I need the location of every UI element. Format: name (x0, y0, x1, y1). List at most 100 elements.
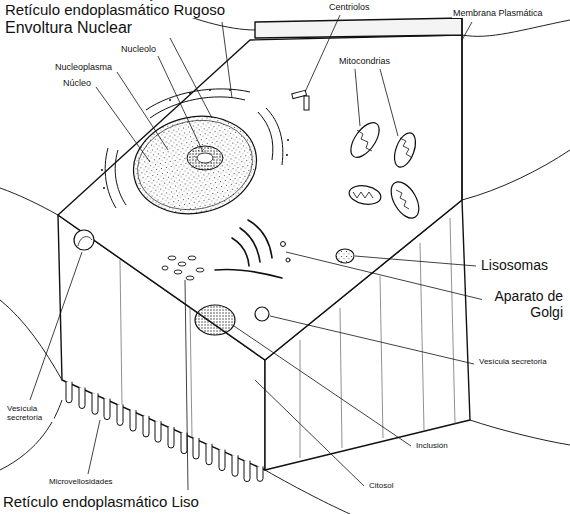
part-label: Mitocondrias (338, 56, 391, 66)
leader-lines (286, 252, 484, 300)
mitochondria (357, 130, 372, 151)
side-striations (190, 307, 192, 438)
nucleus (124, 105, 265, 225)
centrioles (304, 96, 309, 110)
nucleus (129, 110, 261, 220)
leader-lines (88, 420, 100, 474)
microvilli (104, 399, 110, 420)
inclusion (195, 305, 235, 335)
microvilli (92, 393, 98, 414)
part-label: Vesícula secretoria (6, 404, 54, 422)
golgi-apparatus (232, 238, 249, 266)
cell-block (58, 35, 462, 360)
ribosomes (169, 99, 171, 101)
golgi-apparatus (281, 242, 286, 247)
cell-block (58, 18, 470, 470)
golgi-apparatus (215, 220, 290, 278)
mitochondria (348, 183, 383, 206)
side-striations (340, 308, 342, 448)
microvilli (232, 455, 238, 476)
microvilli (168, 427, 174, 448)
rough-er (105, 148, 116, 208)
ribosomes (101, 89, 289, 189)
centrioles (292, 90, 309, 110)
mitochondria (385, 177, 424, 223)
part-label: Núcleo (62, 78, 92, 88)
leader-lines (170, 38, 212, 118)
golgi-apparatus (240, 228, 260, 262)
mitochondria (400, 138, 411, 157)
rough-er (115, 150, 126, 205)
part-label: Microvellosidades (48, 477, 114, 486)
leader-lines (30, 252, 82, 400)
microvilli (155, 421, 161, 442)
part-label: Aparato de Golgi (482, 288, 564, 320)
nucleus (124, 105, 265, 225)
part-label: Vesícula secretoria (478, 357, 548, 366)
mitochondria (353, 192, 373, 198)
side-striations (120, 218, 455, 458)
leader-lines (234, 326, 411, 446)
leader-lines (255, 380, 364, 486)
ribosomes (101, 169, 103, 171)
ribosomes (103, 187, 105, 189)
ribosomes (189, 92, 191, 94)
smooth-er (196, 268, 204, 272)
side-striations (420, 243, 424, 430)
neighbor-cells (0, 400, 62, 470)
secretory-vesicles (78, 237, 92, 246)
microvilli (193, 438, 199, 459)
smooth-er (188, 256, 196, 260)
smooth-er (174, 270, 182, 274)
secretory-vesicles (255, 307, 269, 321)
rough-er (105, 89, 283, 208)
microvilli (117, 404, 123, 425)
mitochondria (345, 118, 384, 162)
inclusion (195, 305, 235, 335)
part-label: Retículo endoplasmático Liso (2, 493, 200, 510)
microvilli (143, 416, 149, 437)
rough-er (266, 108, 283, 165)
microvilli (79, 388, 85, 409)
leader-lines (355, 69, 360, 126)
lysosome (336, 249, 354, 263)
part-label: Inclusión (415, 441, 449, 450)
microvilli (219, 450, 225, 471)
smooth-er (178, 262, 186, 266)
side-striations (450, 218, 455, 424)
neighbor-cells (265, 470, 350, 514)
part-label: Centriolos (328, 2, 371, 12)
part-label: Nucleolo (120, 44, 157, 54)
microvilli (130, 410, 136, 431)
leader-lines (30, 15, 484, 490)
neighbor-cells (0, 188, 58, 215)
mitochondria (345, 118, 424, 223)
part-label: Retículo endoplasmático Rugoso (4, 1, 226, 18)
leader-lines (355, 256, 476, 266)
part-label: Nucleoplasma (54, 62, 113, 72)
mitochondria (390, 130, 419, 170)
microvilli (181, 433, 187, 454)
part-label: Membrana Plasmática (452, 8, 544, 18)
microvilli (257, 466, 263, 481)
smooth-er (186, 276, 194, 280)
part-label: Envoltura Nuclear (4, 19, 133, 37)
smooth-er (162, 256, 204, 280)
cell-block (255, 18, 462, 38)
secretory-vesicles (74, 230, 94, 250)
leader-lines (185, 280, 188, 490)
neighbor-cells (462, 150, 570, 200)
leader-lines (158, 56, 203, 152)
neighbor-cells (470, 420, 570, 445)
leader-lines (380, 69, 398, 136)
part-label: Lisosomas (480, 257, 549, 273)
golgi-apparatus (215, 269, 282, 278)
smooth-er (162, 266, 168, 270)
leader-lines (270, 316, 474, 364)
side-striations (300, 340, 301, 458)
lysosome (336, 249, 354, 263)
rough-er (258, 112, 273, 160)
